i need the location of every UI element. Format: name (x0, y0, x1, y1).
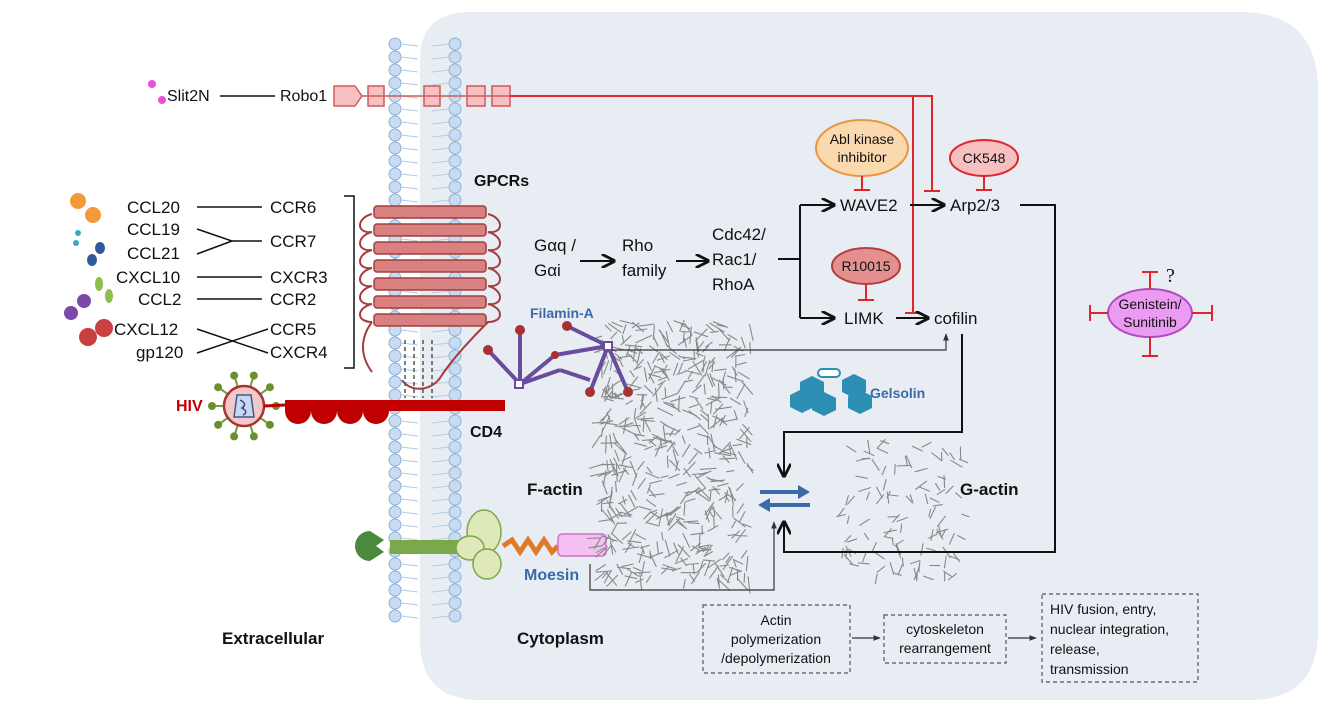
cofilin-to-actin-line (784, 334, 963, 476)
genistein-inhibit-lines (1089, 271, 1213, 357)
rho-label: Rho (622, 236, 653, 255)
hiv-box-line4: transmission (1050, 661, 1129, 677)
cxcr4-label: CXCR4 (270, 343, 328, 362)
hiv-label: HIV (176, 398, 203, 415)
rhoa-label: RhoA (712, 275, 755, 294)
filamin-to-cofilin-line (612, 333, 949, 351)
gq-label: Gαq / (534, 236, 576, 255)
robo1-label: Robo1 (280, 88, 327, 105)
actin-box-line1: Actin (760, 612, 791, 628)
f-actin-mesh (586, 319, 755, 594)
cxcl10-label: CXCL10 (116, 268, 180, 287)
abl-label-2: inhibitor (837, 149, 886, 165)
actin-box (702, 604, 851, 674)
abl-label-1: Abl kinase (830, 131, 895, 147)
family-label: family (622, 261, 667, 280)
f-actin-label: F-actin (527, 480, 583, 499)
gi-label: Gαi (534, 261, 561, 280)
actin-box-line3: /depolymerization (721, 650, 831, 666)
hiv-box-line2: nuclear integration, (1050, 621, 1169, 637)
hiv-box-line1: HIV fusion, entry, (1050, 601, 1156, 617)
r10015-inhibit-line (858, 284, 874, 301)
genistein-label: Genistein/ (1118, 296, 1181, 312)
rac1-label: Rac1/ (712, 250, 757, 269)
receptor-bracket (344, 195, 355, 369)
ccl2-label: CCL2 (138, 290, 181, 309)
actin-box-line2: polymerization (731, 631, 821, 647)
cxcl12-label: CXCL12 (114, 320, 178, 339)
ccl21-label: CCL21 (127, 244, 180, 263)
cyto-box-line2: rearrangement (899, 640, 991, 656)
gpcr-receptor (359, 205, 501, 390)
moesin-label: Moesin (524, 567, 579, 584)
gelsolin (790, 368, 872, 416)
cd4-label: CD4 (470, 424, 502, 441)
filamin-a (486, 324, 630, 393)
filamin-label: Filamin-A (530, 305, 594, 321)
filamin-ends (483, 321, 633, 397)
slit2n-label: Slit2N (167, 88, 210, 105)
limk-label: LIMK (844, 309, 884, 328)
hiv-virion (208, 371, 286, 441)
cdc-branch-lines (778, 205, 834, 318)
wave2-label: WAVE2 (840, 196, 898, 215)
question-mark: ? (1166, 265, 1175, 287)
cyto-box-line1: cytoskeleton (906, 621, 984, 637)
moesin-complex (355, 509, 607, 580)
cofilin-label: cofilin (934, 309, 977, 328)
sunitinib-label: Sunitinib (1123, 314, 1177, 330)
filamin-hinges (514, 341, 613, 389)
abl-inhibit-line (854, 176, 870, 191)
ccr7-label: CCR7 (270, 232, 316, 251)
ccl19-21-line (196, 228, 235, 255)
arp-label: Arp2/3 (950, 196, 1000, 215)
ccl20-label: CCL20 (127, 198, 180, 217)
gelsolin-label: Gelsolin (870, 385, 925, 401)
ligand-dots (64, 193, 113, 346)
extracellular-label: Extracellular (222, 629, 324, 648)
hiv-box-line3: release, (1050, 641, 1100, 657)
cytoplasm-label: Cytoplasm (517, 629, 604, 648)
slit2n-dot (148, 80, 156, 88)
cell-cytoplasm (420, 12, 1318, 700)
g-actin-label: G-actin (960, 480, 1019, 499)
ccr6-label: CCR6 (270, 198, 316, 217)
ccr5-label: CCR5 (270, 320, 316, 339)
cytoskeleton-box (883, 614, 1007, 664)
ccr2-label: CCR2 (270, 290, 316, 309)
gpcr-stalks (404, 340, 433, 398)
gp120-label: gp120 (136, 343, 183, 362)
slit2n-dot (158, 96, 166, 104)
equilibrium-arrows (758, 485, 810, 512)
cd4-domains (285, 411, 389, 424)
robo1-receptor (333, 85, 511, 107)
cd4-receptor (285, 400, 505, 411)
gpcrs-label: GPCRs (474, 173, 529, 190)
cxcr3-label: CXCR3 (270, 268, 328, 287)
ck548-label: CK548 (963, 150, 1006, 166)
cross-lines (196, 328, 269, 354)
moesin-to-actin-line (589, 521, 777, 591)
hiv-outcome-box (1041, 593, 1199, 683)
r10015-label: R10015 (841, 258, 890, 274)
arp-to-actin-line (784, 204, 1056, 553)
ck548-inhibit-line (976, 176, 992, 191)
abl-inhibitor-oval (815, 119, 909, 177)
cdc42-label: Cdc42/ (712, 225, 766, 244)
ccl19-label: CCL19 (127, 220, 180, 239)
